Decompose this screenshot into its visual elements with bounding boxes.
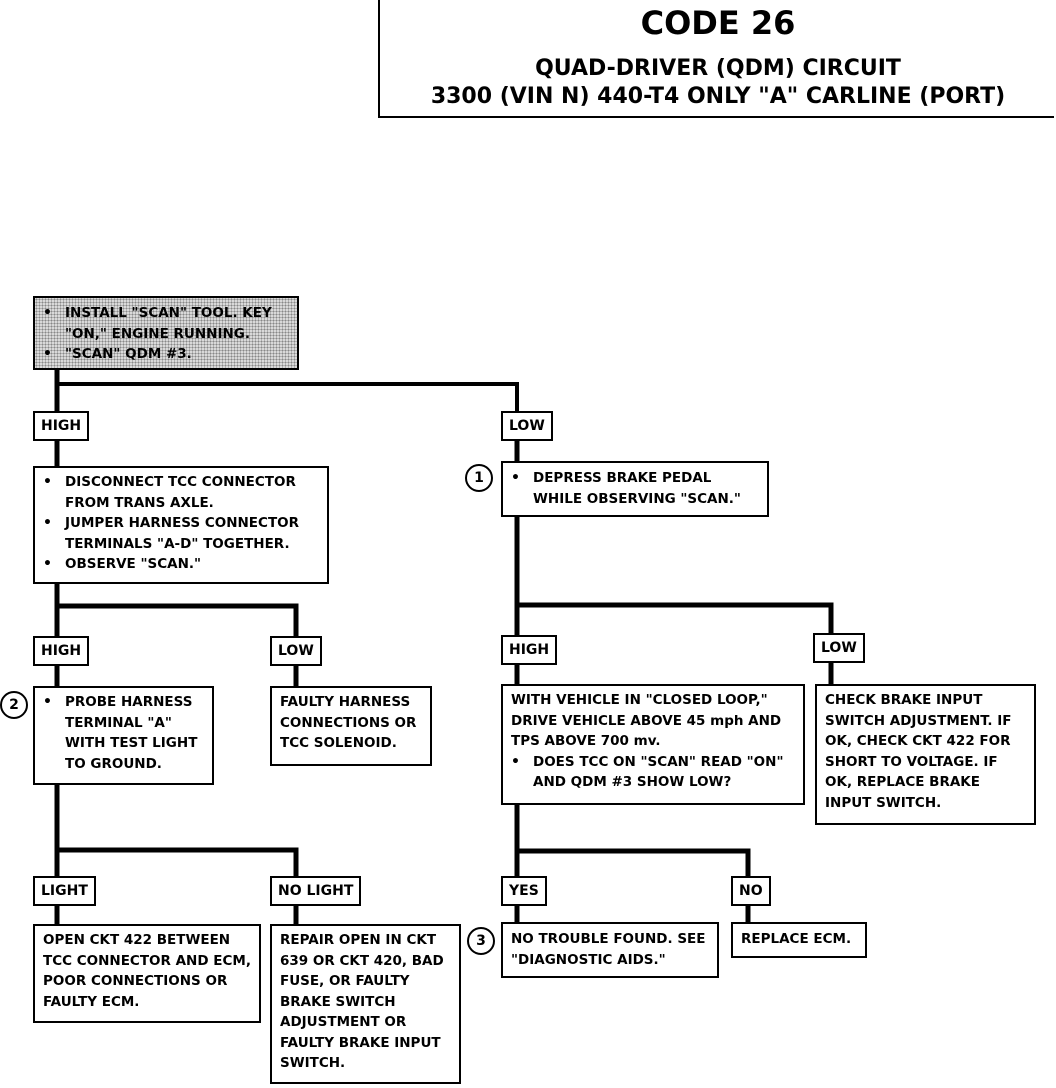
replace-ecm-box: REPLACE ECM.: [731, 922, 867, 958]
replace-ecm-text: REPLACE ECM.: [741, 931, 852, 947]
low-step-1: DEPRESS BRAKE PEDAL WHILE OBSERVING "SCA…: [511, 468, 759, 509]
high-step-1: DISCONNECT TCC CONNECTOR FROM TRANS AXLE…: [43, 472, 319, 513]
no-trouble-box: NO TROUBLE FOUND. SEE "DIAGNOSTIC AIDS.": [501, 922, 719, 978]
connector-low-low: [514, 602, 834, 636]
start-box: INSTALL "SCAN" TOOL. KEY "ON," ENGINE RU…: [33, 296, 299, 370]
label-high-3: HIGH: [501, 635, 558, 665]
closed-loop-text: WITH VEHICLE IN "CLOSED LOOP," DRIVE VEH…: [511, 692, 782, 749]
connector-probe-nolight: [54, 847, 299, 879]
high-step-2: JUMPER HARNESS CONNECTOR TERMINALS "A-D"…: [43, 513, 319, 554]
label-yes: YES: [501, 876, 547, 906]
connector-high-low: [54, 603, 299, 639]
faulty-harness-text: FAULTY HARNESS CONNECTIONS OR TCC SOLENO…: [280, 694, 417, 751]
circuit-title: QUAD-DRIVER (QDM) CIRCUIT: [535, 56, 901, 81]
label-low-1: LOW: [501, 411, 553, 441]
step-marker-2: 2: [0, 691, 28, 719]
repair-open-text: REPAIR OPEN IN CKT 639 OR CKT 420, BAD F…: [280, 932, 444, 1071]
label-high-2: HIGH: [33, 636, 90, 666]
check-brake-text: CHECK BRAKE INPUT SWITCH ADJUSTMENT. IF …: [825, 692, 1012, 811]
no-trouble-text: NO TROUBLE FOUND. SEE "DIAGNOSTIC AIDS.": [511, 931, 706, 968]
probe-box: PROBE HARNESS TERMINAL "A" WITH TEST LIG…: [33, 686, 214, 785]
engine-subtitle: 3300 (VIN N) 440-T4 ONLY "A" CARLINE (PO…: [430, 84, 1006, 109]
faulty-harness-box: FAULTY HARNESS CONNECTIONS OR TCC SOLENO…: [270, 686, 432, 766]
label-light: LIGHT: [33, 876, 96, 906]
label-no: NO: [731, 876, 771, 906]
high-step-3: OBSERVE "SCAN.": [43, 554, 319, 575]
probe-step: PROBE HARNESS TERMINAL "A" WITH TEST LIG…: [43, 692, 204, 774]
label-no-light: NO LIGHT: [270, 876, 362, 906]
step-marker-3: 3: [467, 927, 495, 955]
open-ckt-text: OPEN CKT 422 BETWEEN TCC CONNECTOR AND E…: [43, 932, 251, 1010]
high-action-box: DISCONNECT TCC CONNECTOR FROM TRANS AXLE…: [33, 466, 329, 584]
label-high-1: HIGH: [33, 411, 90, 441]
label-low-2: LOW: [270, 636, 322, 666]
closed-loop-box: WITH VEHICLE IN "CLOSED LOOP," DRIVE VEH…: [501, 684, 805, 805]
open-ckt-box: OPEN CKT 422 BETWEEN TCC CONNECTOR AND E…: [33, 924, 261, 1023]
closed-loop-question: DOES TCC ON "SCAN" READ "ON" AND QDM #3 …: [511, 752, 795, 793]
start-step-2: "SCAN" QDM #3.: [43, 344, 289, 365]
connector-yes-no: [514, 848, 751, 879]
code-title: CODE 26: [640, 4, 796, 42]
low-action-box: DEPRESS BRAKE PEDAL WHILE OBSERVING "SCA…: [501, 461, 769, 517]
repair-open-box: REPAIR OPEN IN CKT 639 OR CKT 420, BAD F…: [270, 924, 461, 1084]
title-block: CODE 26 QUAD-DRIVER (QDM) CIRCUIT 3300 (…: [378, 0, 1054, 118]
check-brake-box: CHECK BRAKE INPUT SWITCH ADJUSTMENT. IF …: [815, 684, 1036, 825]
label-low-3: LOW: [813, 633, 865, 663]
step-marker-1: 1: [465, 464, 493, 492]
start-step-1: INSTALL "SCAN" TOOL. KEY "ON," ENGINE RU…: [43, 303, 289, 344]
connector-start-low: [55, 382, 519, 413]
